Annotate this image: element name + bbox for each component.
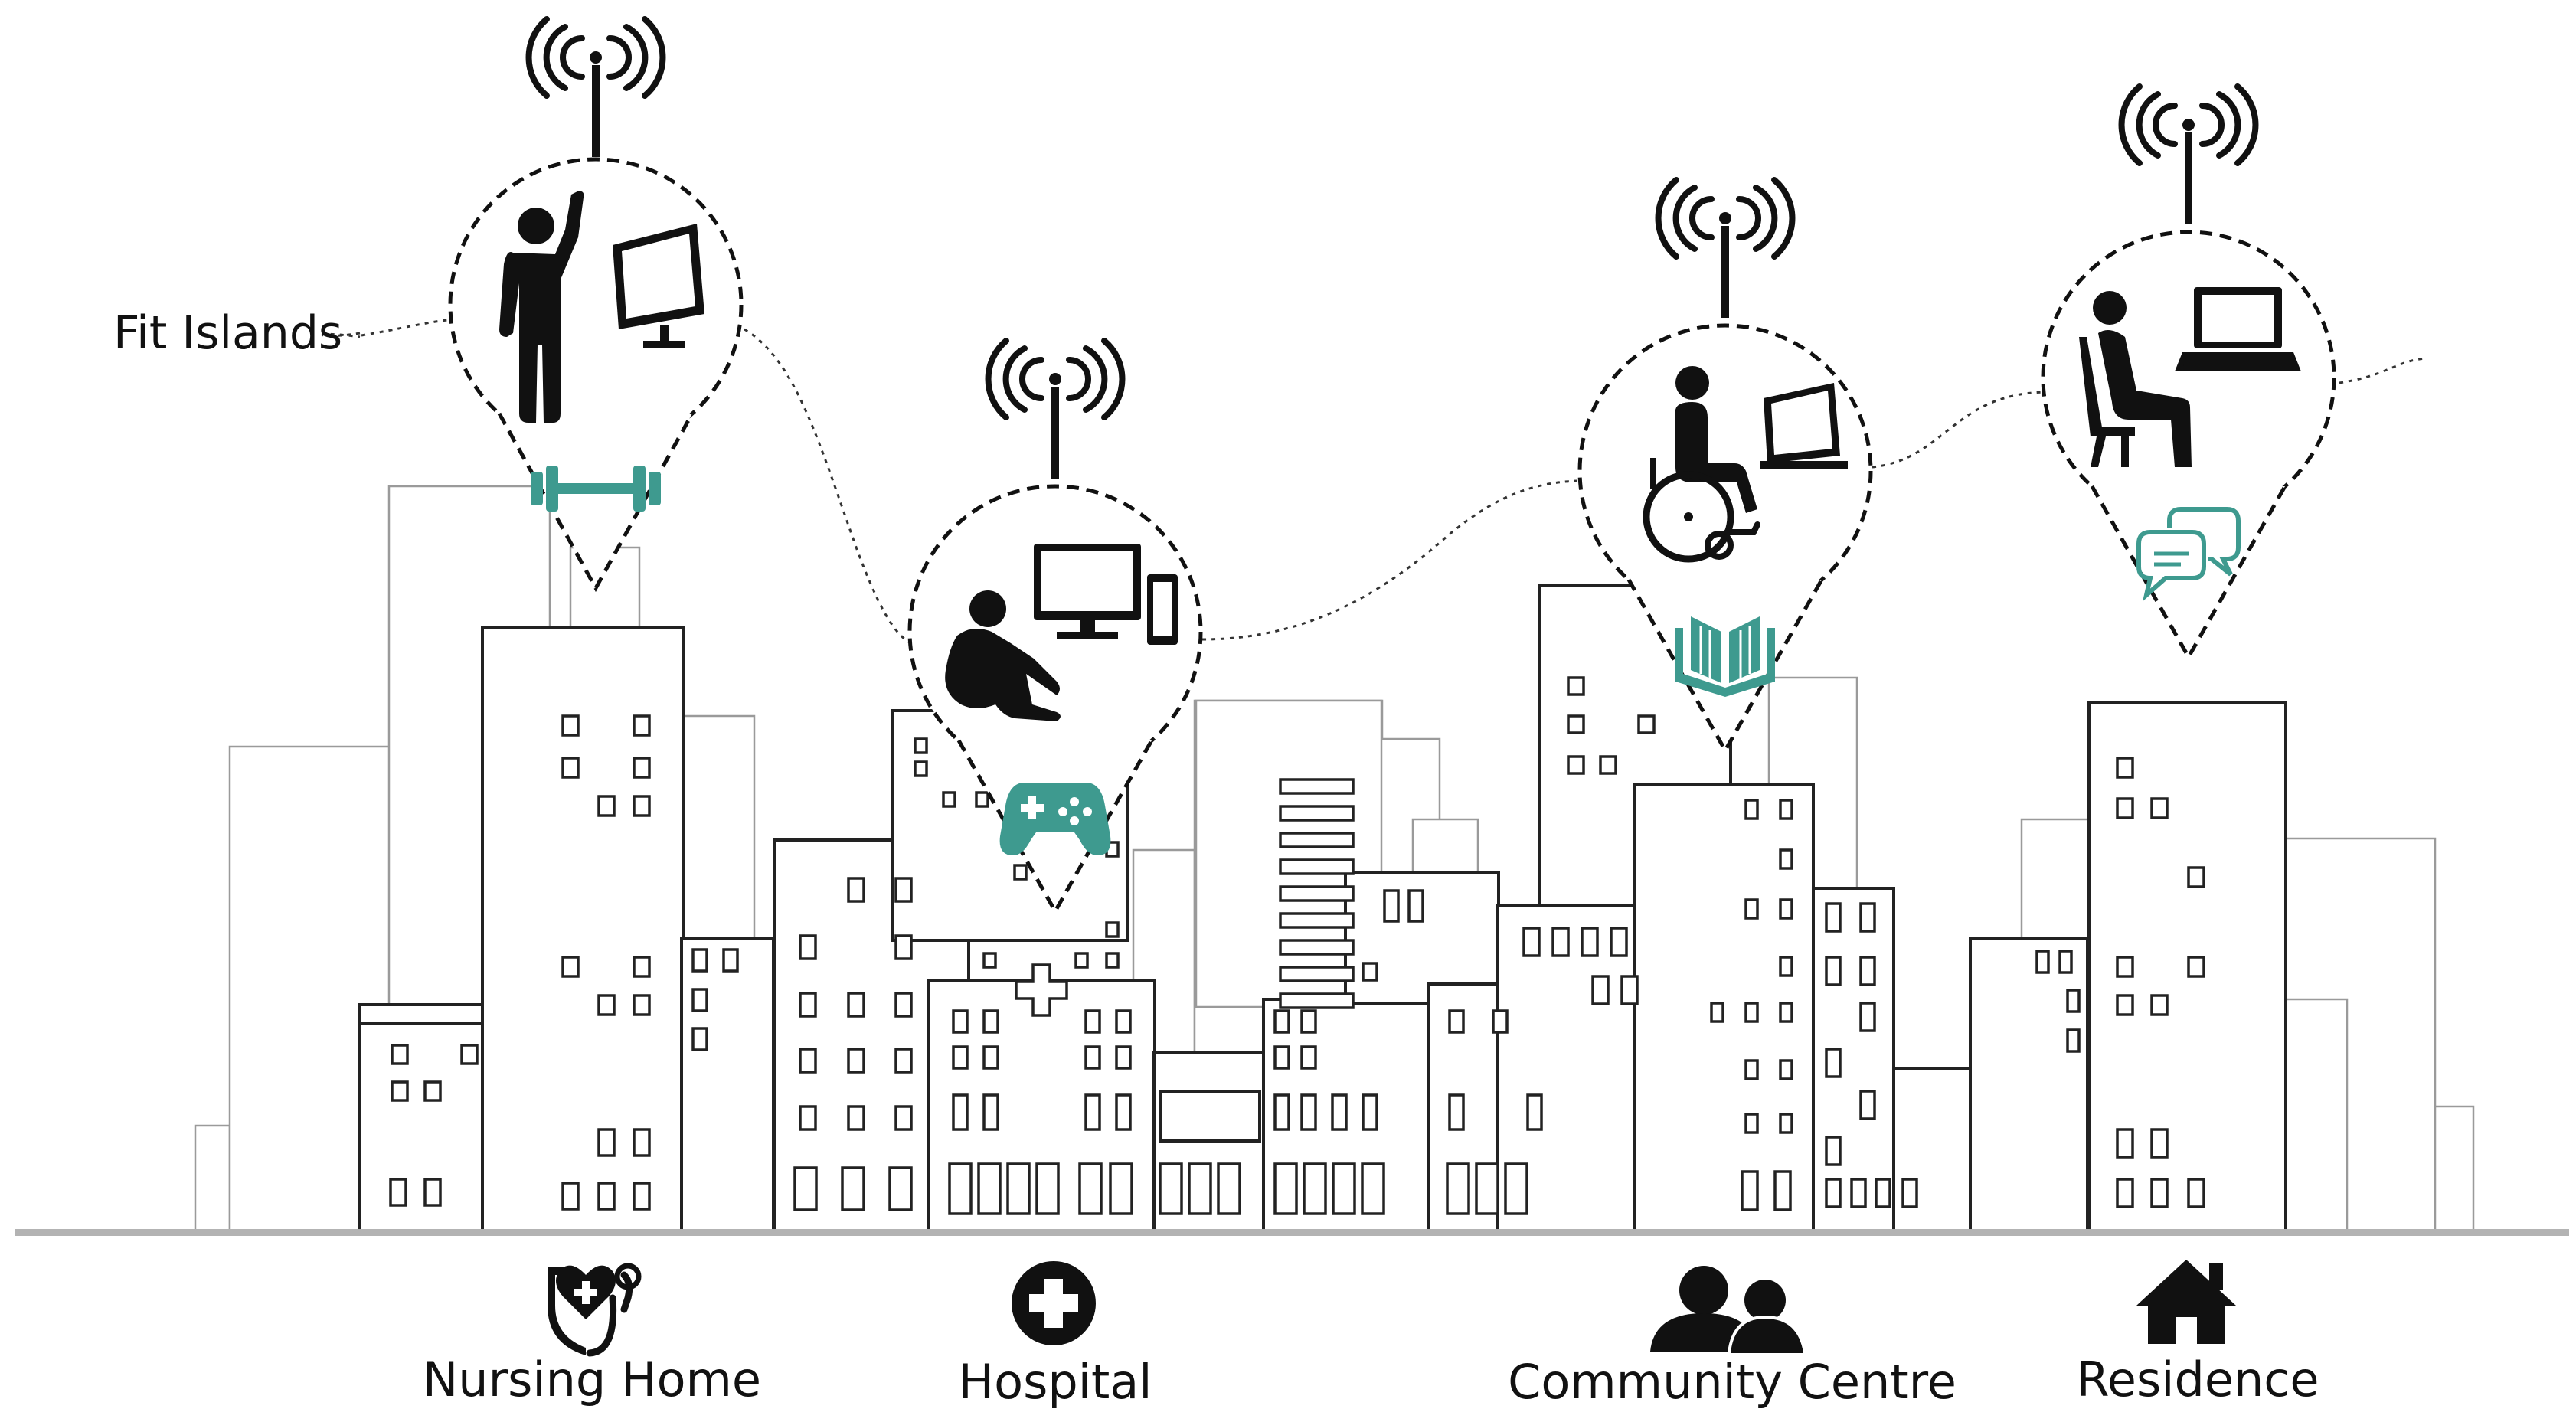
seated-person-icon (2079, 291, 2192, 467)
building-windows (389, 676, 2205, 1215)
people-icon (1650, 1266, 1807, 1356)
book-icon (1675, 616, 1775, 697)
medical-cross-icon (1012, 1261, 1096, 1345)
dumbbell-icon (531, 466, 661, 512)
location-label-nursing-home: Nursing Home (423, 1352, 761, 1407)
monitor-icon (1760, 383, 1848, 469)
fit-islands-connector-path (321, 328, 2428, 645)
gamepad-icon (999, 783, 1111, 855)
callout-leader (361, 319, 449, 337)
desktop-computer-icon (1034, 544, 1178, 645)
wheelchair-user-icon (1643, 366, 1760, 563)
fit-islands-label: Fit Islands (113, 306, 342, 360)
antenna-icon (985, 338, 1126, 479)
ground-line (15, 1229, 2569, 1236)
laptop-icon (2175, 287, 2301, 371)
antennas (525, 16, 2259, 479)
antenna-icon (1655, 177, 1796, 318)
stethoscope-heart-icon (548, 1263, 642, 1357)
monitor-icon (613, 224, 704, 348)
location-label-hospital: Hospital (959, 1354, 1152, 1410)
location-label-residence: Residence (2077, 1352, 2319, 1407)
antenna-icon (525, 16, 666, 157)
antenna-icon (2118, 83, 2259, 224)
hospital-cross-sign (1015, 963, 1068, 1017)
house-icon (2136, 1260, 2236, 1344)
foreground-buildings (358, 584, 2287, 1236)
location-label-community-centre: Community Centre (1508, 1354, 1957, 1410)
standing-person-icon (499, 191, 584, 423)
seated-person-icon (945, 590, 1061, 721)
chat-bubbles-icon (2136, 507, 2241, 602)
